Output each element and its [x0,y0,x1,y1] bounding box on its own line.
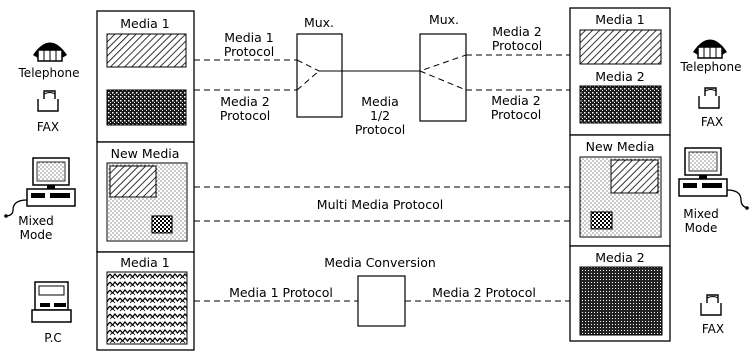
conversion-right-protocol: Media 2 Protocol [432,285,536,300]
mux-section: Mux. Mux. Media 1 Protocol Media 2 Proto… [194,12,570,137]
left-pc-label: P.C [44,331,62,345]
shared-protocol-line3: Protocol [355,122,405,137]
mux-right-label: Mux. [429,12,459,27]
shared-protocol-line1: Media [361,94,399,109]
left-telephone-label: Telephone [18,66,80,80]
right-new-media-check [591,212,612,229]
right-mixed-mode-line1: Mixed [683,207,718,221]
left-panel-media1-title: Media 1 [120,16,169,31]
right-mixed-mode-line2: Mode [685,221,718,235]
left-new-media-hatch [110,166,156,197]
computer-icon [4,158,75,218]
telephone-icon [693,40,727,59]
left-media1-zigzag-block [107,272,187,344]
right-panel-media2-title: Media 2 [595,69,644,84]
conversion-section: Media Conversion Media 1 Protocol Media … [194,255,570,326]
mux-left-label: Mux. [304,15,334,30]
multimedia-section: Multi Media Protocol [194,187,570,221]
left-media1-hatch-block [107,34,186,67]
left-terminal-column: Media 1 New Media Media 1 [97,11,194,350]
left-mixed-mode-line2: Mode [20,228,53,242]
right-terminal-column: Media 1 Media 2 New Media Media 2 [570,8,670,341]
left-media1-protocol-line2: Protocol [224,44,274,59]
left-media2-grid-block [107,90,186,125]
left-panel-media1-bottom-title: Media 1 [120,255,169,270]
multimedia-protocol-label: Multi Media Protocol [317,197,443,212]
right-panel-media1-title: Media 1 [595,12,644,27]
left-new-media-check [152,216,172,233]
fax-icon [38,91,58,111]
left-panel-new-media-title: New Media [111,146,180,161]
right-panel-new-media-title: New Media [586,139,655,154]
left-mixed-mode-line1: Mixed [18,214,53,228]
pc-icon [32,282,71,322]
left-devices: Telephone FAX Mixed Mode P.C [4,43,79,346]
right-media2-protocol-line2: Protocol [492,38,542,53]
right-new-media-hatch [611,160,658,193]
conversion-left-protocol: Media 1 Protocol [229,285,333,300]
right-fax-top-label: FAX [701,115,723,129]
right-devices: Telephone FAX Mixed Mode FAX [679,40,749,337]
left-media2-protocol-line1: Media 2 [220,94,269,109]
right-telephone-label: Telephone [680,60,742,74]
left-fax-label: FAX [37,120,59,134]
right-media2b-protocol-line1: Media 2 [491,93,540,108]
right-media2b-protocol-line2: Protocol [491,107,541,122]
computer-icon [679,148,749,210]
shared-protocol-line2: 1/2 [370,108,390,123]
conversion-box [358,276,405,326]
right-media2-grid-block [580,86,661,123]
right-media2-dense-block [580,267,662,335]
left-media1-protocol-line1: Media 1 [224,30,273,45]
conversion-title: Media Conversion [324,255,436,270]
fax-icon [701,295,721,315]
telephone-icon [33,43,67,62]
mux-left-box [297,34,342,117]
fax-icon [699,88,719,108]
right-media2-protocol-line1: Media 2 [492,24,541,39]
right-panel-media2-bottom-title: Media 2 [595,250,644,265]
mux-right-box [420,34,466,121]
right-media1-hatch-block [580,30,661,64]
right-fax-bottom-label: FAX [702,322,724,336]
left-media2-protocol-line2: Protocol [220,108,270,123]
